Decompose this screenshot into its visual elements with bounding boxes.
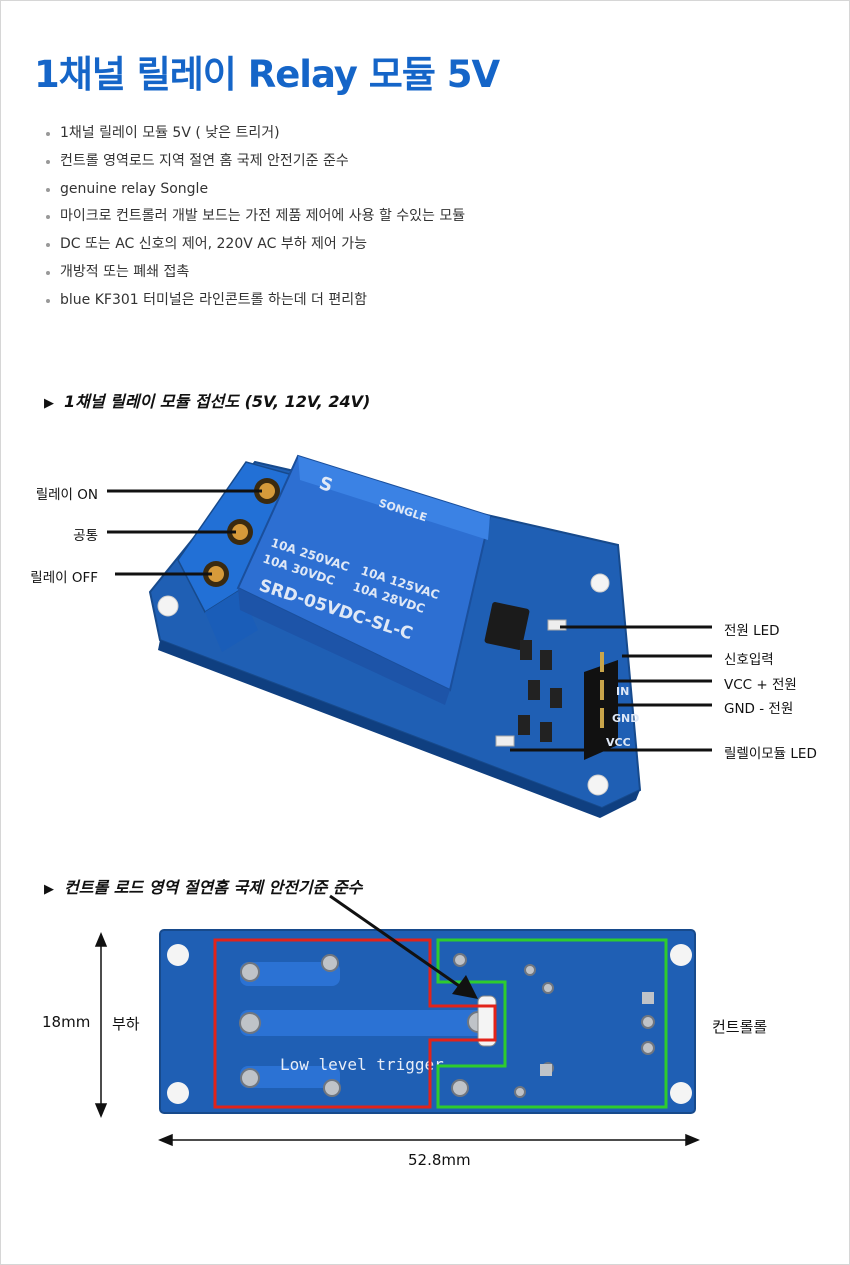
feature-item: 1채널 릴레이 모듈 5V ( 낮은 트리거) (44, 120, 465, 148)
label-common: 공통 (73, 528, 98, 544)
feature-item: genuine relay Songle (44, 176, 465, 204)
wiring-section-title: ▶1채널 릴레이 모듈 접선도 (5V, 12V, 24V) (44, 392, 371, 411)
load-label: 부하 (112, 1015, 140, 1033)
width-dimension (158, 1133, 700, 1147)
feature-item: 개방적 또는 폐쇄 접촉 (44, 259, 465, 287)
pin-label-in: IN (616, 685, 629, 698)
triangle-bullet-icon: ▶ (44, 396, 54, 411)
feature-item: DC 또는 AC 신호의 제어, 220V AC 부하 제어 가능 (44, 231, 465, 259)
relay-board-perspective: S SONGLE 10A 250VAC 10A 30VDC 10A 125VAC… (148, 454, 642, 818)
label-power-led: 전원 LED (724, 623, 780, 639)
control-label: 컨트롤롤 (712, 1018, 768, 1036)
isolation-arrow (329, 894, 478, 999)
page-title: 1채널 릴레이 Relay 모듈 5V (34, 53, 500, 96)
board-silkscreen-text: Low level trigger (280, 1055, 444, 1074)
feature-item: 마이크로 컨트롤러 개발 보드는 가전 제품 제어에 사용 할 수있는 모듈 (44, 203, 465, 231)
songle-logo-icon: S (316, 473, 335, 497)
label-vcc: VCC + 전원 (724, 677, 797, 693)
label-module-led: 릴렐이모듈 LED (724, 746, 817, 762)
feature-list: 1채널 릴레이 모듈 5V ( 낮은 트리거) 컨트롤 영역로드 지역 절연 홈… (44, 120, 465, 315)
control-region-outline (436, 938, 668, 1109)
pcb-underside: Low level trigger (159, 929, 696, 1114)
pin-label-vcc: VCC (606, 736, 631, 749)
label-gnd: GND - 전원 (724, 701, 794, 717)
label-signal-input: 신호입력 (724, 652, 774, 668)
isolation-section-title: ▶컨트롤 로드 영역 절연홈 국제 안전기준 준수 (44, 878, 363, 897)
height-dimension (94, 932, 108, 1118)
feature-item: blue KF301 터미널은 라인콘트롤 하는데 더 편리함 (44, 287, 465, 315)
height-label: 18mm (42, 1013, 91, 1031)
pin-label-gnd: GND (612, 712, 639, 725)
load-region-outline (213, 938, 497, 1109)
wiring-leader-lines (107, 489, 712, 752)
width-label: 52.8mm (408, 1151, 471, 1169)
feature-item: 컨트롤 영역로드 지역 절연 홈 국제 안전기준 준수 (44, 148, 465, 176)
label-relay-on: 릴레이 ON (35, 487, 98, 503)
label-relay-off: 릴레이 OFF (30, 570, 98, 586)
triangle-bullet-icon: ▶ (44, 882, 54, 897)
